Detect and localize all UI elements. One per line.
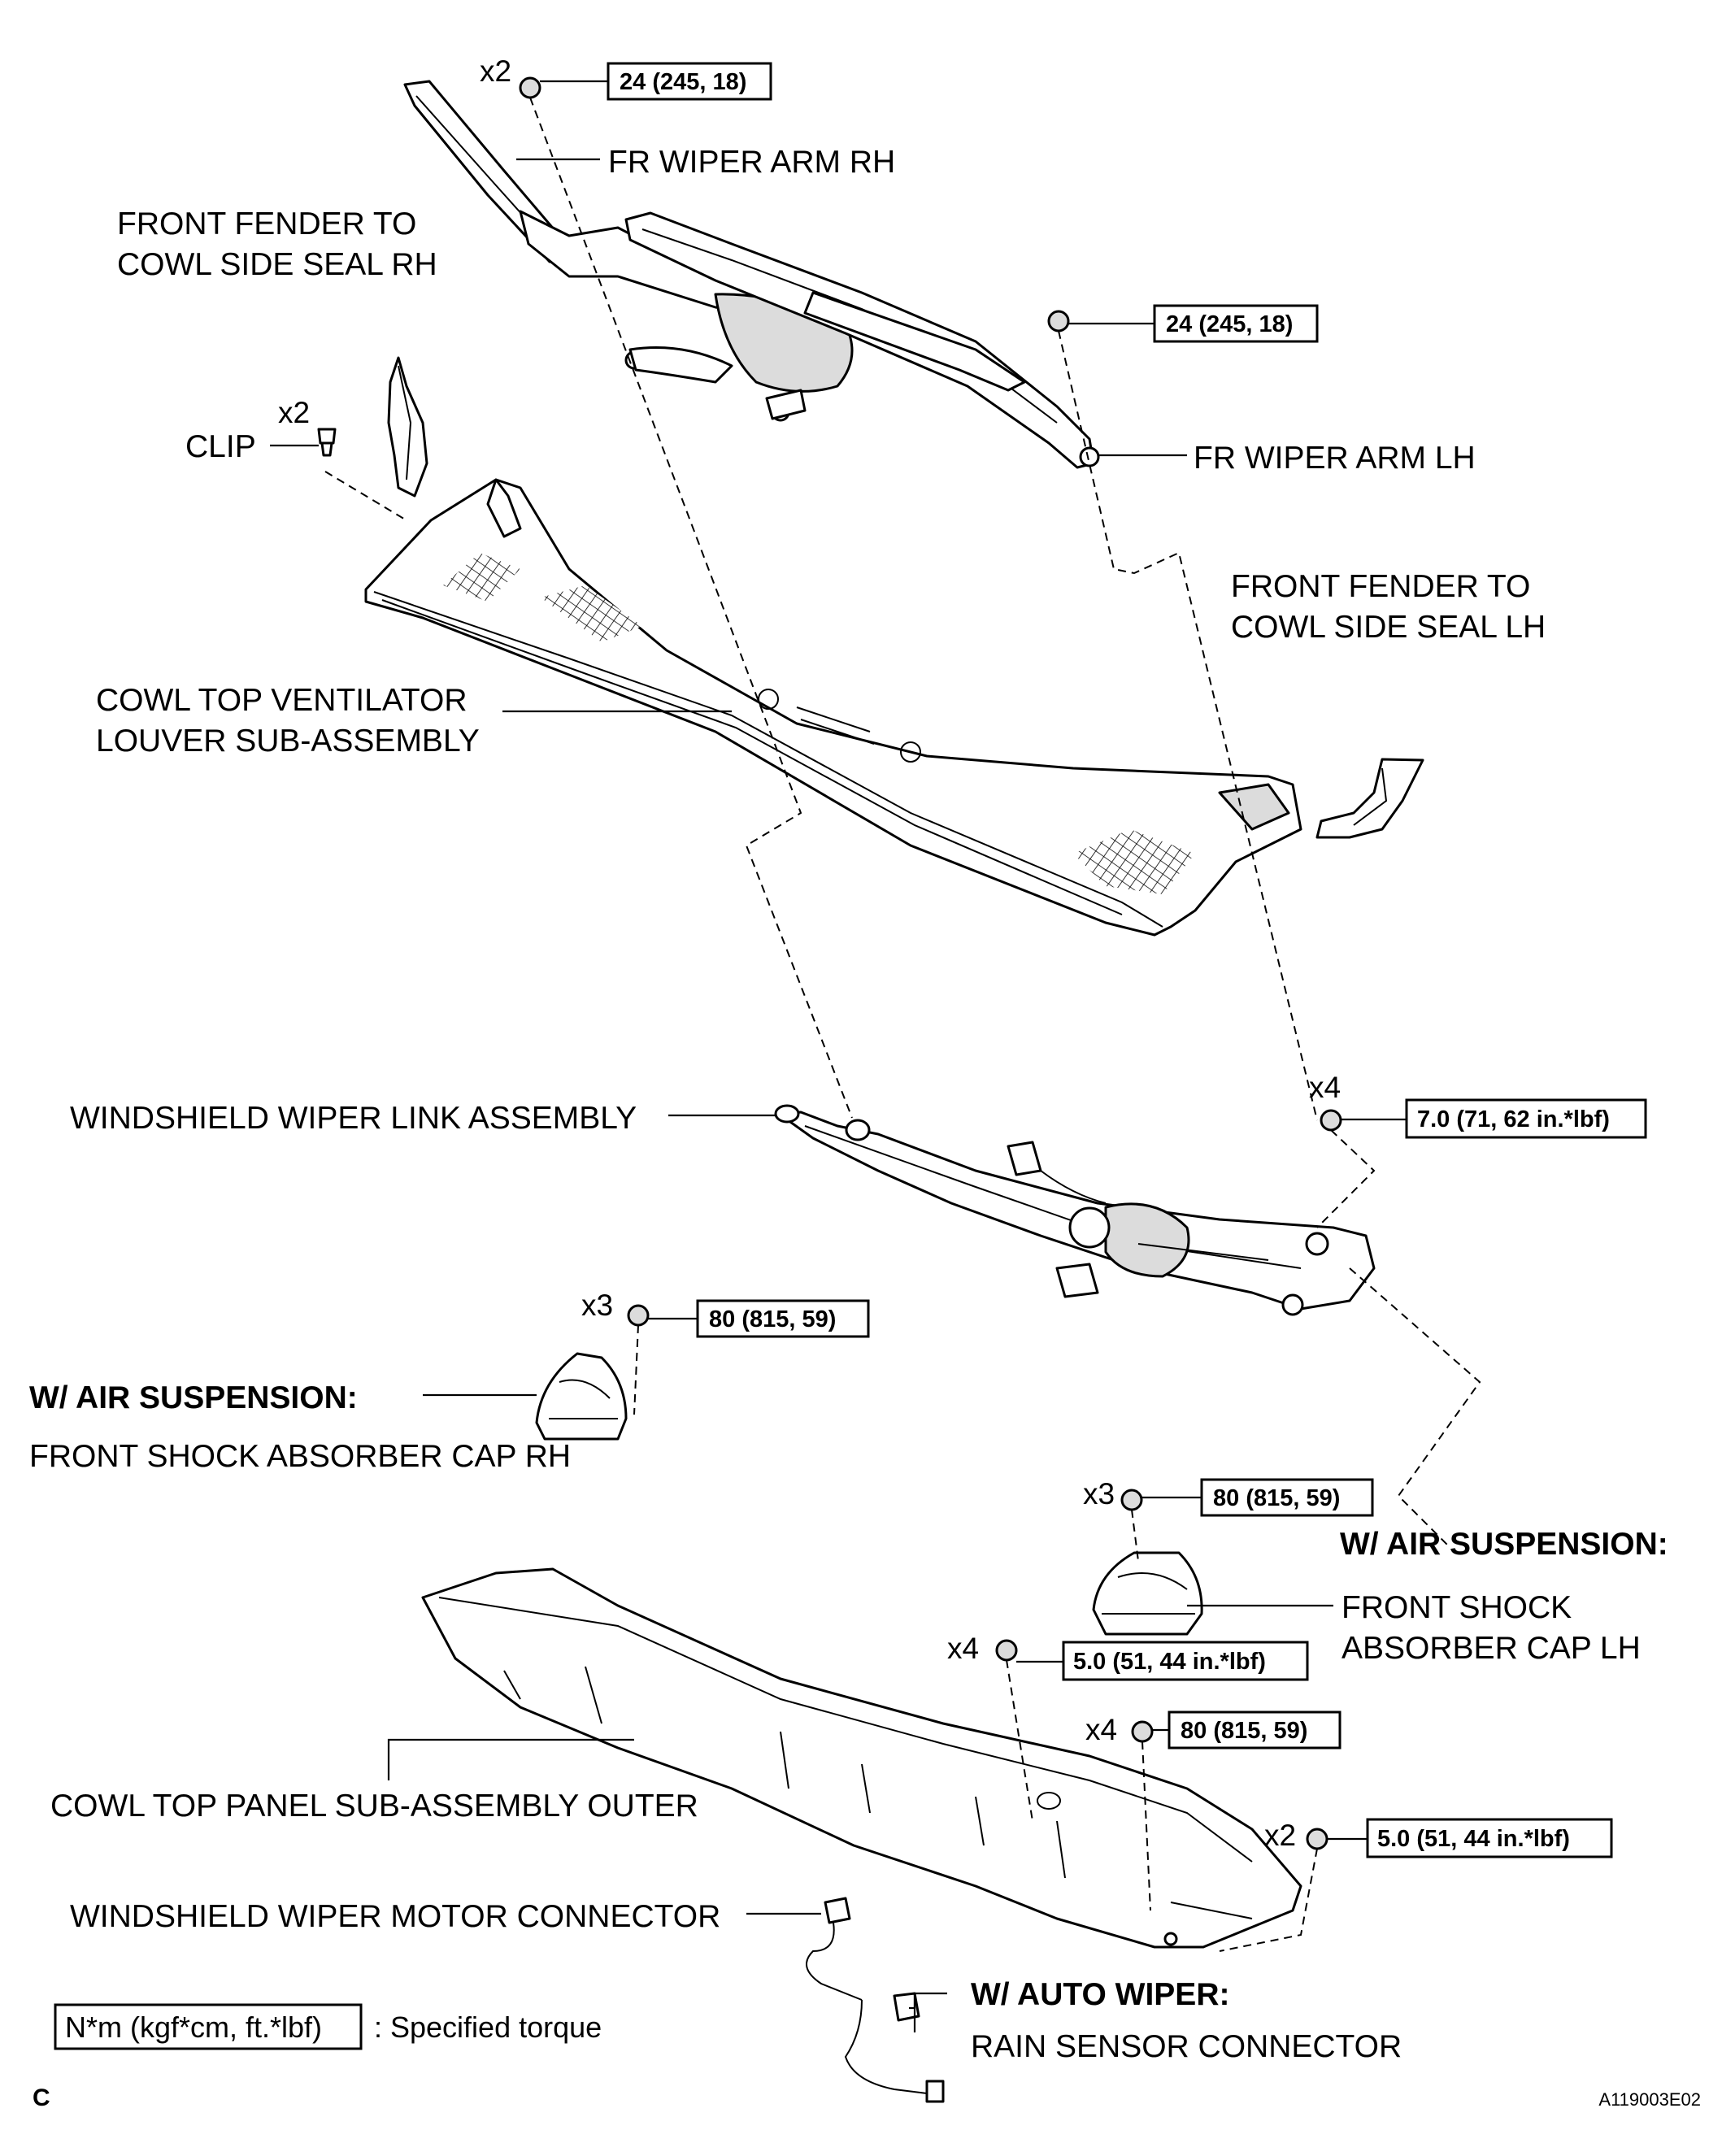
leader-lines: [270, 80, 1407, 2032]
corner-letter: C: [33, 2084, 50, 2111]
torque-arm-lh: 24 (245, 18): [1166, 311, 1293, 337]
torque-panel-nut: 80 (815, 59): [1181, 1718, 1307, 1744]
torque-box-panel-nut: [1168, 1710, 1342, 1750]
label-shock-cap-rh: FRONT SHOCK ABSORBER CAP RH: [29, 1439, 571, 1474]
label-front-fender-seal-lh-line2: COWL SIDE SEAL LH: [1231, 610, 1546, 645]
torque-panel-nut-side: 5.0 (51, 44 in.*lbf): [1377, 1826, 1570, 1852]
torque-cap-lh: 80 (815, 59): [1213, 1485, 1340, 1511]
label-shock-cap-lh-line1: FRONT SHOCK: [1342, 1590, 1572, 1625]
figure-id: A119003E02: [1598, 2089, 1701, 2110]
label-wiper-motor-connector: WINDSHIELD WIPER MOTOR CONNECTOR: [70, 1899, 720, 1934]
front-fender-seal-rh: [387, 356, 428, 498]
label-front-fender-seal-rh-line1: FRONT FENDER TO: [117, 206, 416, 241]
label-auto-wiper: W/ AUTO WIPER:: [971, 1977, 1229, 2012]
qty-panel-nut-side: x2: [1264, 1819, 1296, 1852]
legend-text: : Specified torque: [374, 2010, 602, 2044]
qty-arm-rh-nut: x2: [480, 54, 511, 88]
qty-link-bolt: x4: [1309, 1071, 1341, 1104]
cowl-top-panel-outer: [421, 1567, 1302, 1949]
label-cowl-louver-line2: LOUVER SUB-ASSEMBLY: [96, 724, 480, 759]
torque-panel-bolt: 5.0 (51, 44 in.*lbf): [1073, 1649, 1266, 1675]
label-air-suspension-rh: W/ AIR SUSPENSION:: [29, 1380, 358, 1415]
label-fr-wiper-arm-lh: FR WIPER ARM LH: [1194, 441, 1476, 476]
torque-arm-rh: 24 (245, 18): [620, 69, 746, 95]
label-clip: CLIP: [185, 429, 256, 464]
windshield-wiper-link: [774, 1104, 1376, 1316]
torque-box-arm-lh: [1153, 304, 1319, 343]
fr-wiper-arm-rh: [403, 80, 854, 422]
label-front-fender-seal-lh-line1: FRONT FENDER TO: [1231, 569, 1530, 604]
label-cowl-louver-line1: COWL TOP VENTILATOR: [96, 683, 467, 718]
torque-box-panel-bolt: [1062, 1641, 1309, 1681]
label-rain-sensor-connector: RAIN SENSOR CONNECTOR: [971, 2029, 1402, 2064]
legend-box: [54, 2003, 363, 2050]
torque-boxes: [54, 62, 1647, 2050]
torque-box-cap-lh: [1200, 1478, 1374, 1517]
label-front-fender-seal-rh-line2: COWL SIDE SEAL RH: [117, 247, 437, 282]
torque-link: 7.0 (71, 62 in.*lbf): [1417, 1106, 1610, 1132]
cowl-top-ventilator-louver: [364, 478, 1302, 937]
torque-box-arm-rh: [607, 62, 772, 101]
label-shock-cap-lh-line2: ABSORBER CAP LH: [1342, 1631, 1641, 1666]
front-fender-seal-lh: [1315, 758, 1424, 839]
qty-panel-nut: x4: [1085, 1713, 1117, 1746]
label-air-suspension-lh: W/ AIR SUSPENSION:: [1340, 1527, 1668, 1562]
torque-box-cap-rh: [696, 1299, 870, 1338]
shock-absorber-cap-rh: [535, 1352, 628, 1441]
shock-absorber-cap-lh: [1092, 1551, 1203, 1636]
fr-wiper-arm-lh: [624, 211, 1100, 469]
label-wiper-link: WINDSHIELD WIPER LINK ASSEMBLY: [70, 1101, 637, 1136]
label-cowl-panel-outer: COWL TOP PANEL SUB-ASSEMBLY OUTER: [50, 1789, 698, 1823]
clip-part: [317, 428, 337, 457]
qty-cap-rh-nut: x3: [581, 1289, 613, 1322]
qty-clip: x2: [278, 396, 310, 429]
torque-cap-rh: 80 (815, 59): [709, 1306, 836, 1332]
torque-box-link: [1405, 1098, 1647, 1139]
wiper-motor-connector-harness: [806, 1897, 945, 2103]
qty-panel-bolt: x4: [947, 1632, 979, 1665]
legend-box-text: N*m (kgf*cm, ft.*lbf): [65, 2010, 322, 2044]
assembly-guide-lines: [324, 97, 1481, 1952]
qty-cap-lh-nut: x3: [1083, 1477, 1115, 1511]
label-fr-wiper-arm-rh: FR WIPER ARM RH: [608, 145, 895, 180]
torque-box-panel-nut-side: [1366, 1818, 1613, 1858]
